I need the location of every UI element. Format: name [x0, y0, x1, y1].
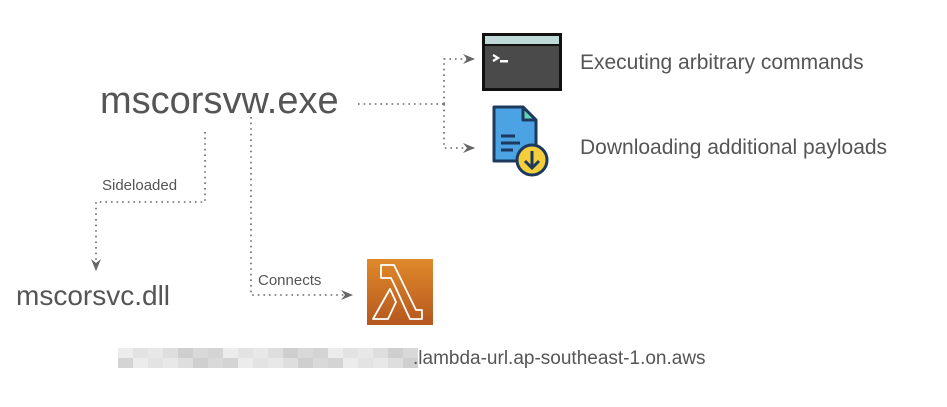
edge-to-cmd [443, 54, 475, 104]
terminal-icon [482, 33, 562, 91]
redaction-pixel [313, 358, 328, 368]
redaction-pixel [208, 348, 223, 358]
edge-sideloaded [91, 132, 206, 271]
redaction-pixel [148, 358, 163, 368]
redaction-pixel [208, 358, 223, 368]
aws-lambda-icon [367, 259, 433, 325]
redaction-pixel [268, 358, 283, 368]
redaction-pixel [253, 348, 268, 358]
redaction-pixel [298, 348, 313, 358]
redaction-pixel [223, 348, 238, 358]
dll-node: mscorsvc.dll [16, 280, 171, 311]
redaction-pixel [373, 348, 388, 358]
lambda-url-label: .lambda-url.ap-southeast-1.on.aws [413, 348, 706, 369]
exe-node: mscorsvw.exe [100, 80, 339, 122]
redaction-pixel [328, 348, 343, 358]
redaction-pixel [238, 348, 253, 358]
redaction-pixel [193, 348, 208, 358]
redaction-pixel [283, 348, 298, 358]
redaction-pixel [163, 348, 178, 358]
redaction-pixel [253, 358, 268, 368]
redaction-pixel [298, 358, 313, 368]
redaction-pixel [118, 358, 133, 368]
redaction-pixel [148, 348, 163, 358]
edge-to-download [443, 104, 475, 153]
cmd-action-label: Executing arbitrary commands [580, 51, 864, 74]
redaction-pixel [133, 348, 148, 358]
redaction-pixel [343, 348, 358, 358]
redaction-pixel [193, 358, 208, 368]
connects-label: Connects [256, 272, 324, 289]
sideloaded-label: Sideloaded [100, 177, 180, 194]
redaction-pixel [373, 358, 388, 368]
redaction-pixel [358, 348, 373, 358]
redaction-pixel [133, 358, 148, 368]
redaction-pixel [163, 358, 178, 368]
redaction-pixel [178, 348, 193, 358]
redaction-pixel [388, 358, 403, 368]
redaction-pixel [343, 358, 358, 368]
redaction-pixel [403, 358, 418, 368]
redaction-pixel [328, 358, 343, 368]
redacted-subdomain [118, 348, 418, 368]
download-action-label: Downloading additional payloads [580, 136, 888, 159]
document-download-icon [492, 105, 549, 177]
redaction-pixel [178, 358, 193, 368]
redaction-pixel [313, 348, 328, 358]
redaction-pixel [358, 358, 373, 368]
redaction-pixel [403, 348, 418, 358]
edge-connects [250, 117, 353, 300]
redaction-pixel [388, 348, 403, 358]
redaction-pixel [118, 348, 133, 358]
redaction-pixel [238, 358, 253, 368]
redaction-pixel [283, 358, 298, 368]
redaction-pixel [268, 348, 283, 358]
redaction-pixel [223, 358, 238, 368]
